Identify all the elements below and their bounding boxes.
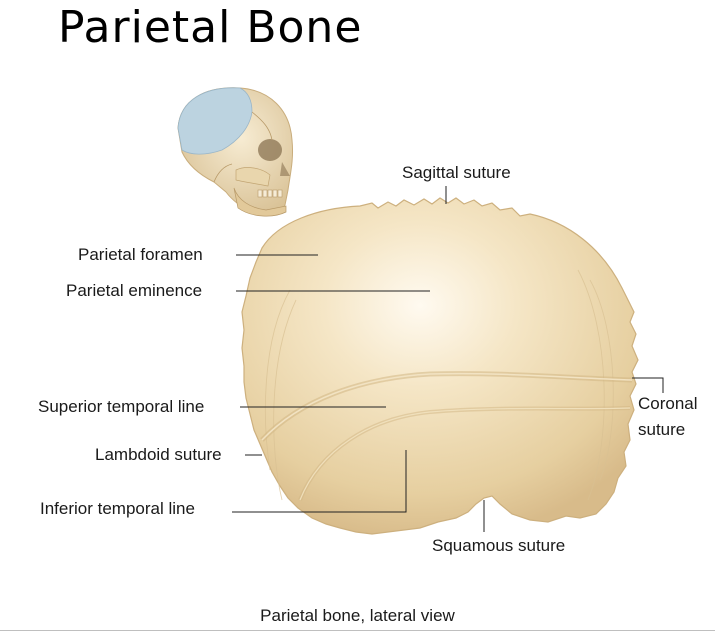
coronal-suture-leader [632, 377, 664, 393]
label-sagittal-suture: Sagittal suture [402, 163, 511, 182]
label-lambdoid-suture: Lambdoid suture [95, 445, 222, 464]
inferior-temporal-line-leader [232, 450, 407, 513]
label-parietal-foramen: Parietal foramen [78, 245, 203, 264]
figure-caption: Parietal bone, lateral view [260, 606, 455, 625]
parietal-highlight-region [177, 87, 253, 155]
parietal-bone [241, 197, 639, 535]
skull-thumbnail [177, 87, 293, 217]
label-inferior-temporal-line: Inferior temporal line [40, 499, 195, 518]
bottom-divider [0, 630, 715, 631]
label-coronal-suture-line2: suture [638, 420, 686, 439]
label-superior-temporal-line: Superior temporal line [38, 397, 205, 416]
leader-lines [232, 186, 664, 532]
label-parietal-eminence: Parietal eminence [66, 281, 203, 300]
slide-title: Parietal Bone [58, 2, 363, 53]
label-coronal-suture-line1: Coronal [638, 394, 698, 413]
label-squamous-suture: Squamous suture [432, 536, 566, 555]
